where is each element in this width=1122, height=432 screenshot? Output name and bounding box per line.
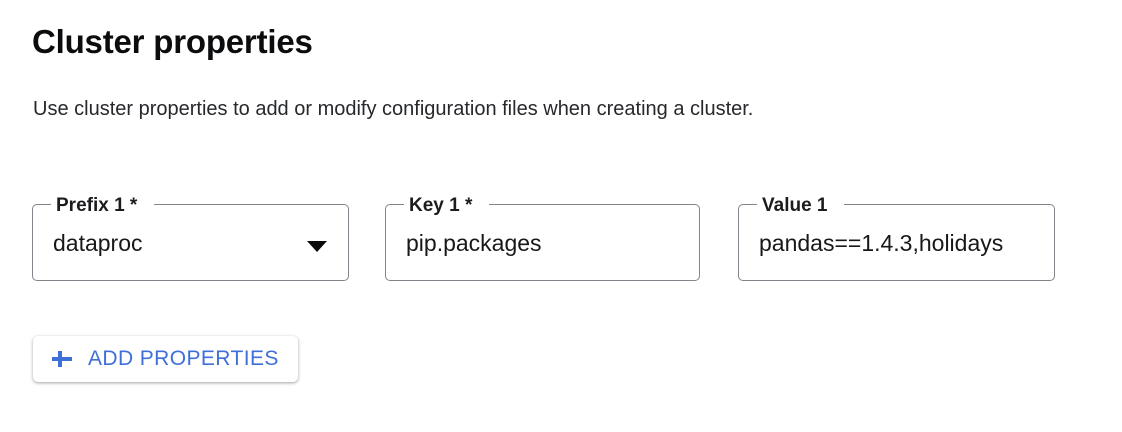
key-input-field[interactable]: Key 1 * pip.packages (385, 195, 700, 281)
value-input-field[interactable]: Value 1 pandas==1.4.3,holidays (738, 195, 1055, 281)
page-description: Use cluster properties to add or modify … (33, 98, 754, 120)
add-properties-button-label: ADD PROPERTIES (88, 347, 279, 370)
prefix-select-field[interactable]: Prefix 1 * dataproc (32, 195, 349, 281)
key-field-value[interactable]: pip.packages (406, 230, 542, 256)
chevron-down-icon[interactable] (307, 241, 327, 252)
page-title: Cluster properties (32, 23, 313, 60)
prefix-field-value[interactable]: dataproc (53, 230, 143, 256)
key-field-label: Key 1 * (409, 195, 473, 216)
add-properties-button[interactable]: ADD PROPERTIES (33, 336, 298, 382)
value-field-label: Value 1 (762, 195, 828, 216)
prefix-field-label: Prefix 1 * (56, 195, 138, 216)
value-field-value[interactable]: pandas==1.4.3,holidays (759, 230, 1004, 256)
plus-icon (50, 347, 74, 371)
